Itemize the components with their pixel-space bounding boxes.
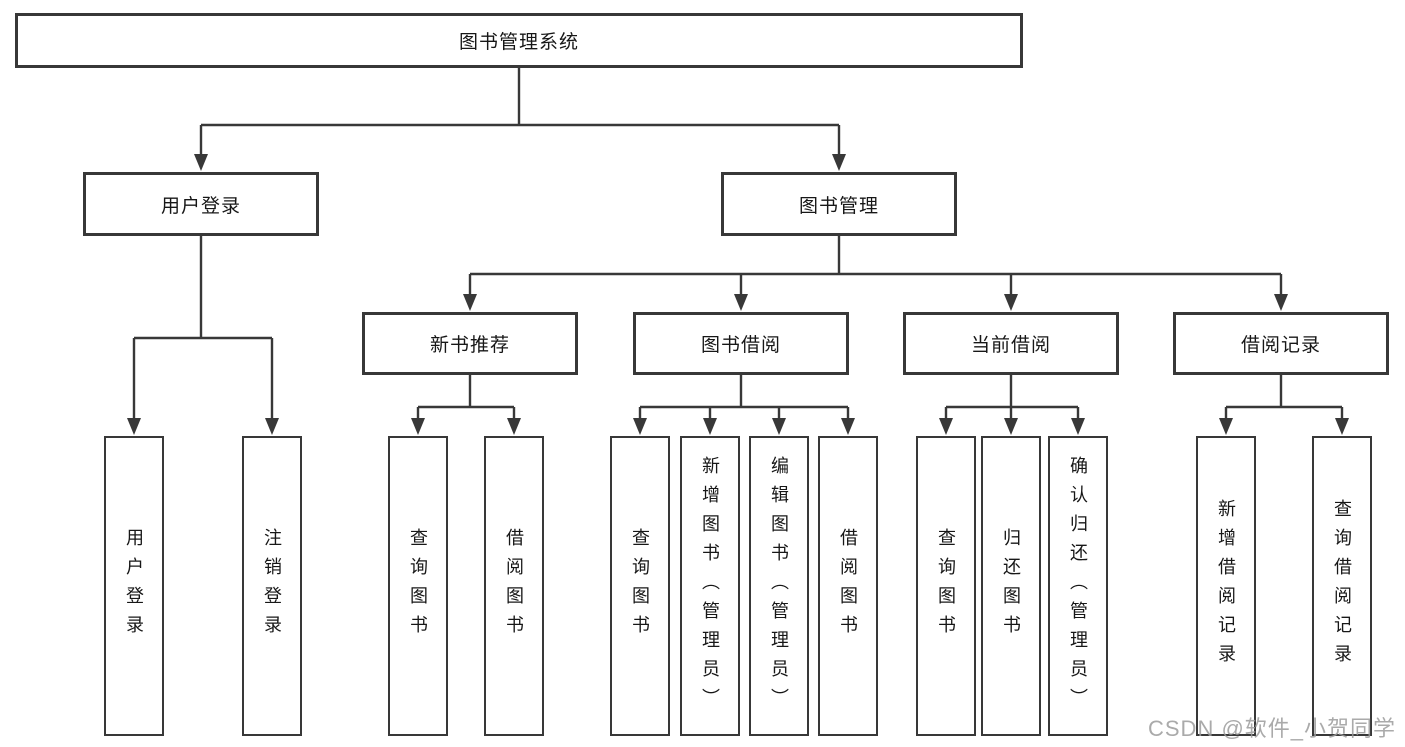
leaf-borrow-edit-books-admin: 编辑图书（管理员） (749, 436, 809, 736)
wire-books (468, 236, 1283, 296)
leaf-current-confirm-return-admin: 确认归还（管理员） (1048, 436, 1108, 736)
leaf-records-add-record-label: 新增借阅记录 (1216, 499, 1236, 673)
leaf-recommend-borrow-books: 借阅图书 (484, 436, 544, 736)
root-node: 图书管理系统 (15, 13, 1023, 68)
leaf-recommend-query-books-label: 查询图书 (408, 528, 428, 644)
leaf-records-query-record-label: 查询借阅记录 (1332, 499, 1352, 673)
wire-root (199, 68, 841, 155)
leaf-recommend-borrow-books-label: 借阅图书 (504, 528, 524, 644)
leaf-user-login-label: 用户登录 (124, 528, 144, 644)
leaf-logout-label: 注销登录 (262, 528, 282, 644)
node-book-management-label: 图书管理 (798, 195, 879, 217)
leaf-current-query-books-label: 查询图书 (936, 528, 956, 644)
leaf-borrow-query-books-label: 查询图书 (630, 528, 650, 644)
leaf-borrow-borrow-books: 借阅图书 (818, 436, 878, 736)
watermark: CSDN @软件_小贺同学 (1148, 716, 1397, 741)
node-new-book-recommend: 新书推荐 (362, 312, 578, 375)
leaf-current-query-books: 查询图书 (916, 436, 976, 736)
leaf-user-login: 用户登录 (104, 436, 164, 736)
leaf-borrow-borrow-books-label: 借阅图书 (838, 528, 858, 644)
node-user-login-label: 用户登录 (160, 195, 241, 217)
leaf-current-return-books: 归还图书 (981, 436, 1041, 736)
leaf-borrow-add-books-admin: 新增图书（管理员） (680, 436, 740, 736)
node-book-management: 图书管理 (721, 172, 957, 236)
leaf-recommend-query-books: 查询图书 (388, 436, 448, 736)
node-borrow-records-label: 借阅记录 (1240, 335, 1321, 356)
leaf-borrow-edit-books-admin-label: 编辑图书（管理员） (769, 455, 789, 717)
wire-current (944, 375, 1080, 420)
node-current-borrow: 当前借阅 (903, 312, 1119, 375)
leaf-records-add-record: 新增借阅记录 (1196, 436, 1256, 736)
leaf-borrow-query-books: 查询图书 (610, 436, 670, 736)
node-current-borrow-label: 当前借阅 (970, 335, 1051, 356)
leaf-records-query-record: 查询借阅记录 (1312, 436, 1372, 736)
leaf-current-confirm-return-admin-label: 确认归还（管理员） (1068, 455, 1088, 717)
leaf-current-return-books-label: 归还图书 (1001, 528, 1021, 644)
node-user-login: 用户登录 (83, 172, 319, 236)
leaf-logout: 注销登录 (242, 436, 302, 736)
leaf-borrow-add-books-admin-label: 新增图书（管理员） (700, 455, 720, 717)
node-borrow-records: 借阅记录 (1173, 312, 1389, 375)
wire-user (132, 236, 274, 420)
node-new-book-recommend-label: 新书推荐 (429, 335, 510, 356)
node-book-borrow: 图书借阅 (633, 312, 849, 375)
root-node-label: 图书管理系统 (458, 32, 579, 53)
wire-borrow (638, 375, 850, 420)
wire-recommend (416, 375, 516, 420)
wire-records (1224, 375, 1344, 420)
node-book-borrow-label: 图书借阅 (700, 335, 781, 356)
